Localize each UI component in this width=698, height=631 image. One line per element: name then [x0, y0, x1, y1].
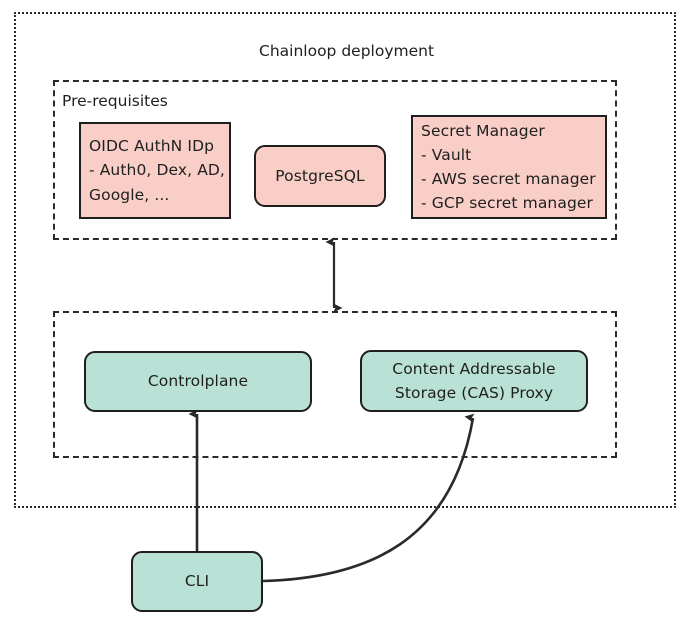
node-oidc-line-1: OIDC AuthN IDp [89, 137, 215, 156]
node-cas-proxy-line-2: Storage (CAS) Proxy [394, 384, 554, 402]
node-cas-proxy-line-1: Content Addressable [392, 359, 556, 378]
node-postgresql-label: PostgreSQL [275, 166, 365, 185]
node-secret-manager-line-1: Secret Manager [421, 121, 545, 140]
group-chainloop-deployment [14, 12, 676, 508]
node-controlplane[interactable]: Controlplane [84, 351, 312, 412]
node-oidc-authn-idp[interactable]: OIDC AuthN IDp - Auth0, Dex, AD, Google,… [79, 122, 231, 219]
node-oidc-line-3: Google, ... [89, 185, 170, 204]
node-controlplane-label: Controlplane [147, 372, 249, 391]
node-secret-manager-line-4: - GCP secret manager [421, 194, 594, 213]
node-oidc-line-2: - Auth0, Dex, AD, [89, 161, 225, 180]
pre-requisites-label: Pre-requisites [62, 92, 168, 110]
node-cas-proxy[interactable]: Content Addressable Storage (CAS) Proxy [360, 350, 588, 412]
node-cli[interactable]: CLI [131, 551, 263, 612]
node-secret-manager-line-2: - Vault [421, 145, 472, 164]
node-cli-label: CLI [184, 572, 210, 591]
chainloop-deployment-label: Chainloop deployment [259, 42, 435, 60]
node-secret-manager[interactable]: Secret Manager - Vault - AWS secret mana… [411, 115, 607, 219]
node-postgresql[interactable]: PostgreSQL [254, 145, 386, 207]
connector-cli-cas-proxy [262, 413, 475, 583]
node-secret-manager-line-3: - AWS secret manager [421, 170, 596, 188]
